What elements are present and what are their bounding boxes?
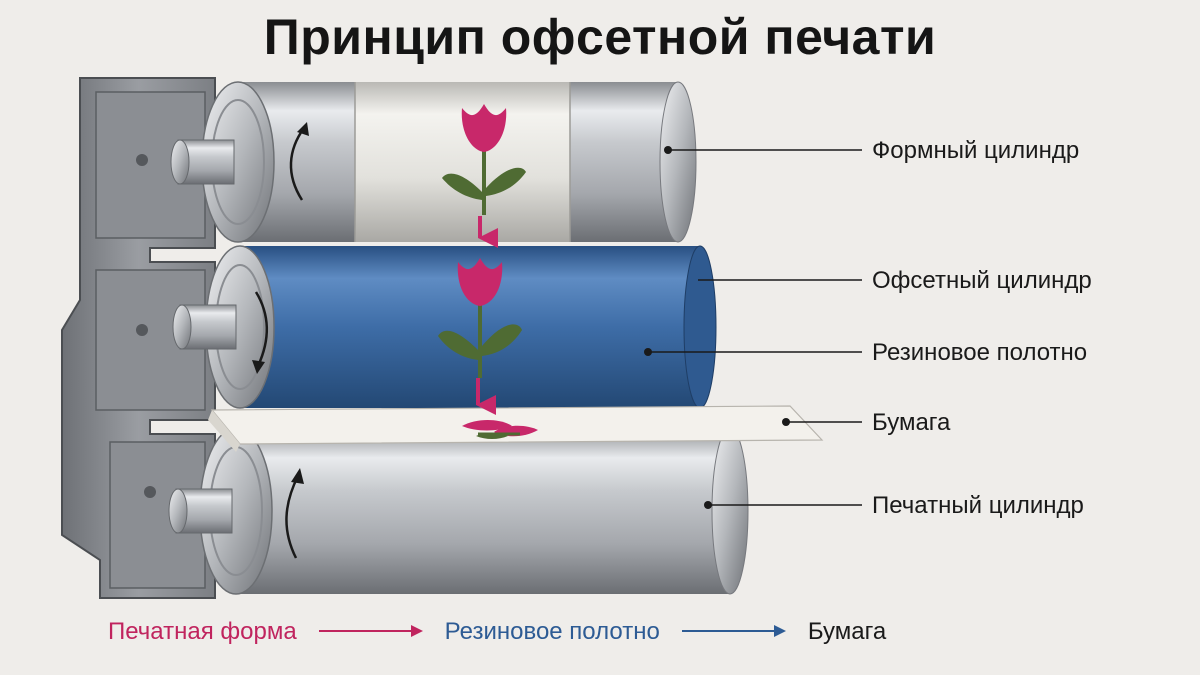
flow-step-printing-plate: Печатная форма xyxy=(108,618,297,645)
label-rubber-blanket: Резиновое полотно xyxy=(872,339,1088,366)
tulip-print-paper xyxy=(462,420,538,439)
process-flow: Печатная форма Резиновое полотно Бумага xyxy=(108,614,886,650)
label-blanket-cylinder: Офсетный цилиндр xyxy=(872,267,1092,294)
flow-step-rubber-blanket: Резиновое полотно xyxy=(444,618,660,645)
blanket-cylinder xyxy=(172,245,717,409)
plate-cylinder xyxy=(170,81,697,243)
impression-cylinder xyxy=(168,427,749,595)
page-title: Принцип офсетной печати xyxy=(263,9,937,65)
flow-step-paper: Бумага xyxy=(807,618,887,645)
press-frame xyxy=(61,77,216,599)
label-impression-cylinder: Печатный цилиндр xyxy=(872,492,1084,519)
flow-arrow-2 xyxy=(681,618,786,646)
label-paper: Бумага xyxy=(872,409,951,436)
label-plate-cylinder: Формный цилиндр xyxy=(872,137,1080,164)
tulip-image-blanket xyxy=(438,258,522,378)
tulip-image-plate xyxy=(442,104,526,215)
flow-arrow-1 xyxy=(318,618,423,646)
leader-lines xyxy=(648,149,862,506)
paper-sheet xyxy=(208,405,824,452)
